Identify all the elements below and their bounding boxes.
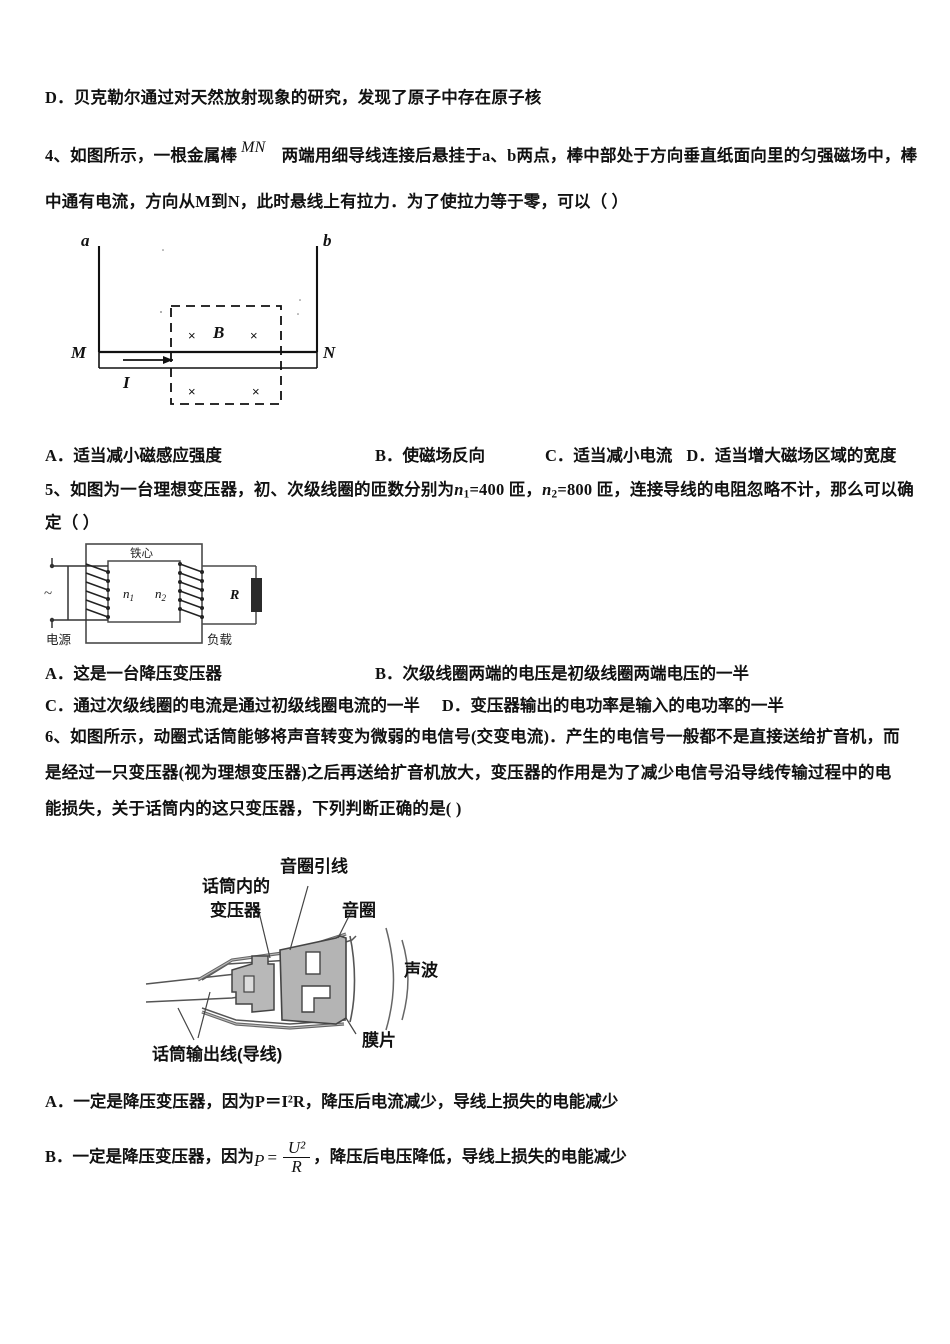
figure-rod-label-b: b <box>323 231 332 250</box>
figure-mic-label-output-wire: 话筒输出线(导线) <box>152 1044 282 1064</box>
question6-option-b-power-symbol: P <box>254 1151 265 1171</box>
figure-rod-cross-mark: × <box>252 384 260 399</box>
question6-option-b-denominator: R <box>282 1156 311 1176</box>
figure-ideal-transformer: ~ 铁心 电源 负载 n1 n2 R <box>42 540 292 648</box>
question6-option-b-suffix: ，降压后电压降低，导线上损失的电能减少 <box>313 1147 627 1167</box>
question6-option-a-prefix: A．一定是降压变压器，因为 <box>45 1092 255 1111</box>
figure-transformer-resistor-label: R <box>229 588 239 603</box>
figure-mic-label-voice-coil: 音圈 <box>342 900 376 920</box>
question4-mn-superscript: MN <box>241 139 266 156</box>
figure-rod-cross-mark: × <box>188 384 196 399</box>
figure-rod-label-B: B <box>212 323 224 342</box>
figure-rod-label-a: a <box>81 231 90 250</box>
figure-transformer-load-label: 负载 <box>207 633 233 647</box>
question5-options-row2: C．通过次级线圈的电流是通过初级线圈电流的一半 D．变压器输出的电功率是输入的电功… <box>45 692 915 716</box>
figure-transformer-source-label: 电源 <box>46 633 72 647</box>
question6-option-b-fraction: U² R <box>282 1138 311 1176</box>
question4-option-a[interactable]: A．适当减小磁感应强度 <box>45 446 222 465</box>
figure-mic-label-diaphragm: 膜片 <box>362 1030 396 1050</box>
question5-option-a[interactable]: A．这是一台降压变压器 <box>45 664 222 683</box>
figure-mic-label-sound-wave: 声波 <box>403 960 439 980</box>
question4-stem-part1: 4、如图所示，一根金属棒 <box>45 146 238 165</box>
figure-transformer-primary-label: n1 <box>123 586 134 603</box>
figure-rod-cross-mark: × <box>250 328 258 343</box>
question5-stem-line2: 定（ ） <box>45 513 100 532</box>
question5-n2-symbol: n <box>542 480 552 499</box>
question4-option-b[interactable]: B．使磁场反向 <box>375 446 486 465</box>
question6-option-a[interactable]: A．一定是降压变压器，因为P＝I²R，降压后电流减少，导线上损失的电能减少 <box>45 1088 915 1112</box>
question5-n2-value: =800 匝，连接导线的电阻忽略不计，那么可以确 <box>557 480 914 499</box>
figure-rod-label-I: I <box>122 373 131 392</box>
question5-n1-subscript: 1 <box>463 488 470 501</box>
figure-transformer-core-label: 铁心 <box>130 547 153 560</box>
question5-option-c[interactable]: C．通过次级线圈的电流是通过初级线圈电流的一半 <box>45 696 420 715</box>
figure-rod-label-N: N <box>322 343 336 362</box>
figure-rod-in-magnetic-field: a b M N B I × × × × <box>45 228 385 413</box>
question6-option-a-suffix: ，降压后电流减少，导线上损失的电能减少 <box>304 1092 619 1111</box>
figure-mic-label-transformer-line2: 变压器 <box>210 900 262 920</box>
figure-dynamic-microphone: 话筒内的 变压器 音圈引线 音圈 声波 膜片 话筒输出线(导线) <box>140 852 480 1067</box>
question4-option-d[interactable]: D．适当增大磁场区域的宽度 <box>686 446 897 465</box>
figure-mic-label-voice-coil-lead: 音圈引线 <box>280 856 348 876</box>
question4-stem-part2: 两端用细导线连接后悬挂于a、b两点，棒中部处于方向垂直纸面向里的匀强磁场中，棒 <box>281 146 918 165</box>
figure-rod-label-M: M <box>70 343 87 362</box>
question6-stem-line1: 6、如图所示，动圈式话筒能够将声音转变为微弱的电信号(交变电流)．产生的电信号一… <box>45 727 900 746</box>
question6-option-b-numerator: U² <box>287 1138 306 1157</box>
question5-n1-symbol: n <box>454 480 464 499</box>
figure-transformer-resistor <box>251 578 262 612</box>
question5-stem-part1: 5、如图为一台理想变压器，初、次级线圈的匝数分别为 <box>45 480 455 499</box>
question5-option-d[interactable]: D．变压器输出的电功率是输入的电功率的一半 <box>441 696 784 715</box>
question6-stem-line2: 是经过一只变压器(视为理想变压器)之后再送给扩音机放大，变压器的作用是为了减少电… <box>45 763 892 782</box>
question4-option-c[interactable]: C．适当减小电流 <box>545 446 673 465</box>
question5-option-b[interactable]: B．次级线圈两端的电压是初级线圈两端电压的一半 <box>375 664 750 683</box>
question6-option-a-formula: P＝I²R <box>254 1092 305 1111</box>
question6-option-b-prefix: B．一定是降压变压器，因为 <box>45 1147 255 1167</box>
figure-transformer-secondary-label: n2 <box>155 586 167 603</box>
question6-option-b[interactable]: B．一定是降压变压器，因为P= U² R ，降压后电压降低，导线上损失的电能减少 <box>45 1138 915 1177</box>
question5-stem-line1: 5、如图为一台理想变压器，初、次级线圈的匝数分别为n1=400 匝，n2=800… <box>45 480 914 501</box>
figure-transformer-ac-symbol: ~ <box>44 586 52 602</box>
question5-options-row1: A．这是一台降压变压器 B．次级线圈两端的电压是初级线圈两端电压的一半 <box>45 660 915 684</box>
figure-rod-cross-mark: × <box>188 328 196 343</box>
figure-mic-label-transformer-line1: 话筒内的 <box>202 876 270 896</box>
question5-n1-value: =400 匝， <box>469 480 543 499</box>
question4-stem-line2: 中通有电流，方向从M到N，此时悬线上有拉力．为了使拉力等于零，可以（ ） <box>45 192 629 211</box>
question4-options: A．适当减小磁感应强度 B．使磁场反向 C．适当减小电流 D．适当增大磁场区域的宽度 <box>45 442 915 466</box>
previous-option-d: D．贝克勒尔通过对天然放射现象的研究，发现了原子中存在原子核 <box>45 88 542 107</box>
question6-stem-line3: 能损失，关于话筒内的这只变压器，下列判断正确的是( ) <box>45 799 462 818</box>
question6-option-b-equals: = <box>266 1148 278 1168</box>
question5-n2-subscript: 2 <box>551 488 558 501</box>
figure-mic-magnet-assembly <box>279 935 347 1025</box>
